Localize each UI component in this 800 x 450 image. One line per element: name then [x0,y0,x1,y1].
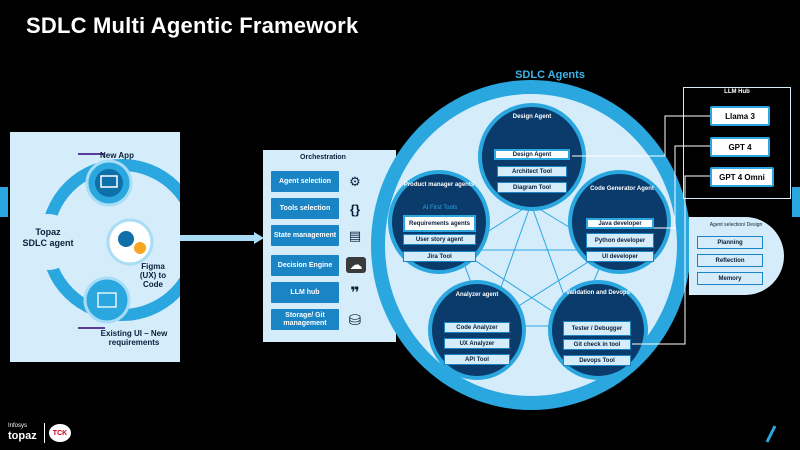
python-developer-tool: Python developer [586,233,654,248]
code-generator-title: Code Generator Agent [590,186,654,192]
analyzer-agent-title: Analyzer agent [455,292,499,298]
braces-icon: {} [349,201,361,217]
memory-item: Memory [697,272,763,285]
tester-debugger-tool: Tester / Debugger [563,321,631,336]
logo-divider [44,423,45,443]
sdlc-agents-title: SDLC Agents [515,69,585,81]
reflection-item: Reflection [697,254,763,267]
product-manager-title: Product manager agents [403,182,475,188]
new-app-label: New App [100,151,134,160]
page-title: SDLC Multi Agentic Framework [26,13,359,38]
topaz-circle [20,214,76,270]
gpt-4-omni-model: GPT 4 Omni [710,167,774,187]
decision-engine-box: Decision Engine [271,255,339,276]
code-analyzer-tool: Code Analyzer [444,322,510,333]
gear-icon [134,242,146,254]
agent-selection-box: Agent selection [271,171,339,192]
topaz-logo-text: topaz [8,430,37,442]
ux-analyzer-tool: UX Analyzer [444,338,510,349]
requirements-agents-tool: Requirements agents [403,215,476,232]
jira-tool: Jira Tool [403,251,476,262]
llama-3-model: Llama 3 [710,106,770,126]
llm-connectors [572,115,710,345]
state-icon: ▤ [348,228,362,243]
storage-git-box: Storage/ Git management [271,309,339,330]
ai-first-tools-label: AI First Tools [422,205,458,211]
infosys-logo-text: Infosys [8,423,28,429]
devops-tool: Devops Tool [563,355,631,366]
llm-hub-title: LLM Hub [724,89,750,95]
git-check-in-tool: Git check in tool [563,339,631,350]
gpt-4-model: GPT 4 [710,137,770,157]
diagram-tool: Diagram Tool [497,182,567,193]
existing-ui-node [83,276,131,324]
api-tool: API Tool [444,354,510,365]
tck-badge: TCK [49,424,71,442]
left-accent-bar [0,187,8,217]
user-story-agent-tool: User story agent [403,234,476,245]
monitor-icon [95,169,123,197]
orchestration-title: Orchestration [300,154,346,161]
planning-item: Planning [697,236,763,249]
flow-icon [97,292,117,308]
agent-selection-title: Agent selection/ Design [709,222,763,228]
existing-ui-label: Existing UI – New requirements [100,329,168,347]
design-agent-title: Design Agent [512,114,552,120]
left-to-orchestration-arrow [180,232,264,244]
brain-icon: ☁ [346,257,366,273]
database-icon: ⛁ [348,312,362,329]
state-management-box: State management [271,225,339,246]
developer-icon [118,231,134,247]
brand-slash-mark [765,425,777,443]
llm-hub-box: LLM hub [271,282,339,303]
left-panel-graphics [20,153,180,329]
tools-selection-box: Tools selection [271,198,339,219]
validation-devops-title: Validation and Devops [565,290,630,296]
java-developer-tool: Java developer [586,218,654,229]
gears-icon: ⚙ [349,174,361,189]
architect-tool: Architect Tool [497,166,567,177]
figma-label: Figma (UX) to Code [139,262,167,289]
quote-icon: ❞ [350,285,360,302]
llm-hub-panel [683,87,791,199]
design-agent-tool: Design Agent [494,149,570,160]
right-accent-bar [792,187,800,217]
ui-developer-tool: UI developer [586,251,654,262]
topaz-sdlc-agent-label: Topaz SDLC agent [22,227,74,248]
